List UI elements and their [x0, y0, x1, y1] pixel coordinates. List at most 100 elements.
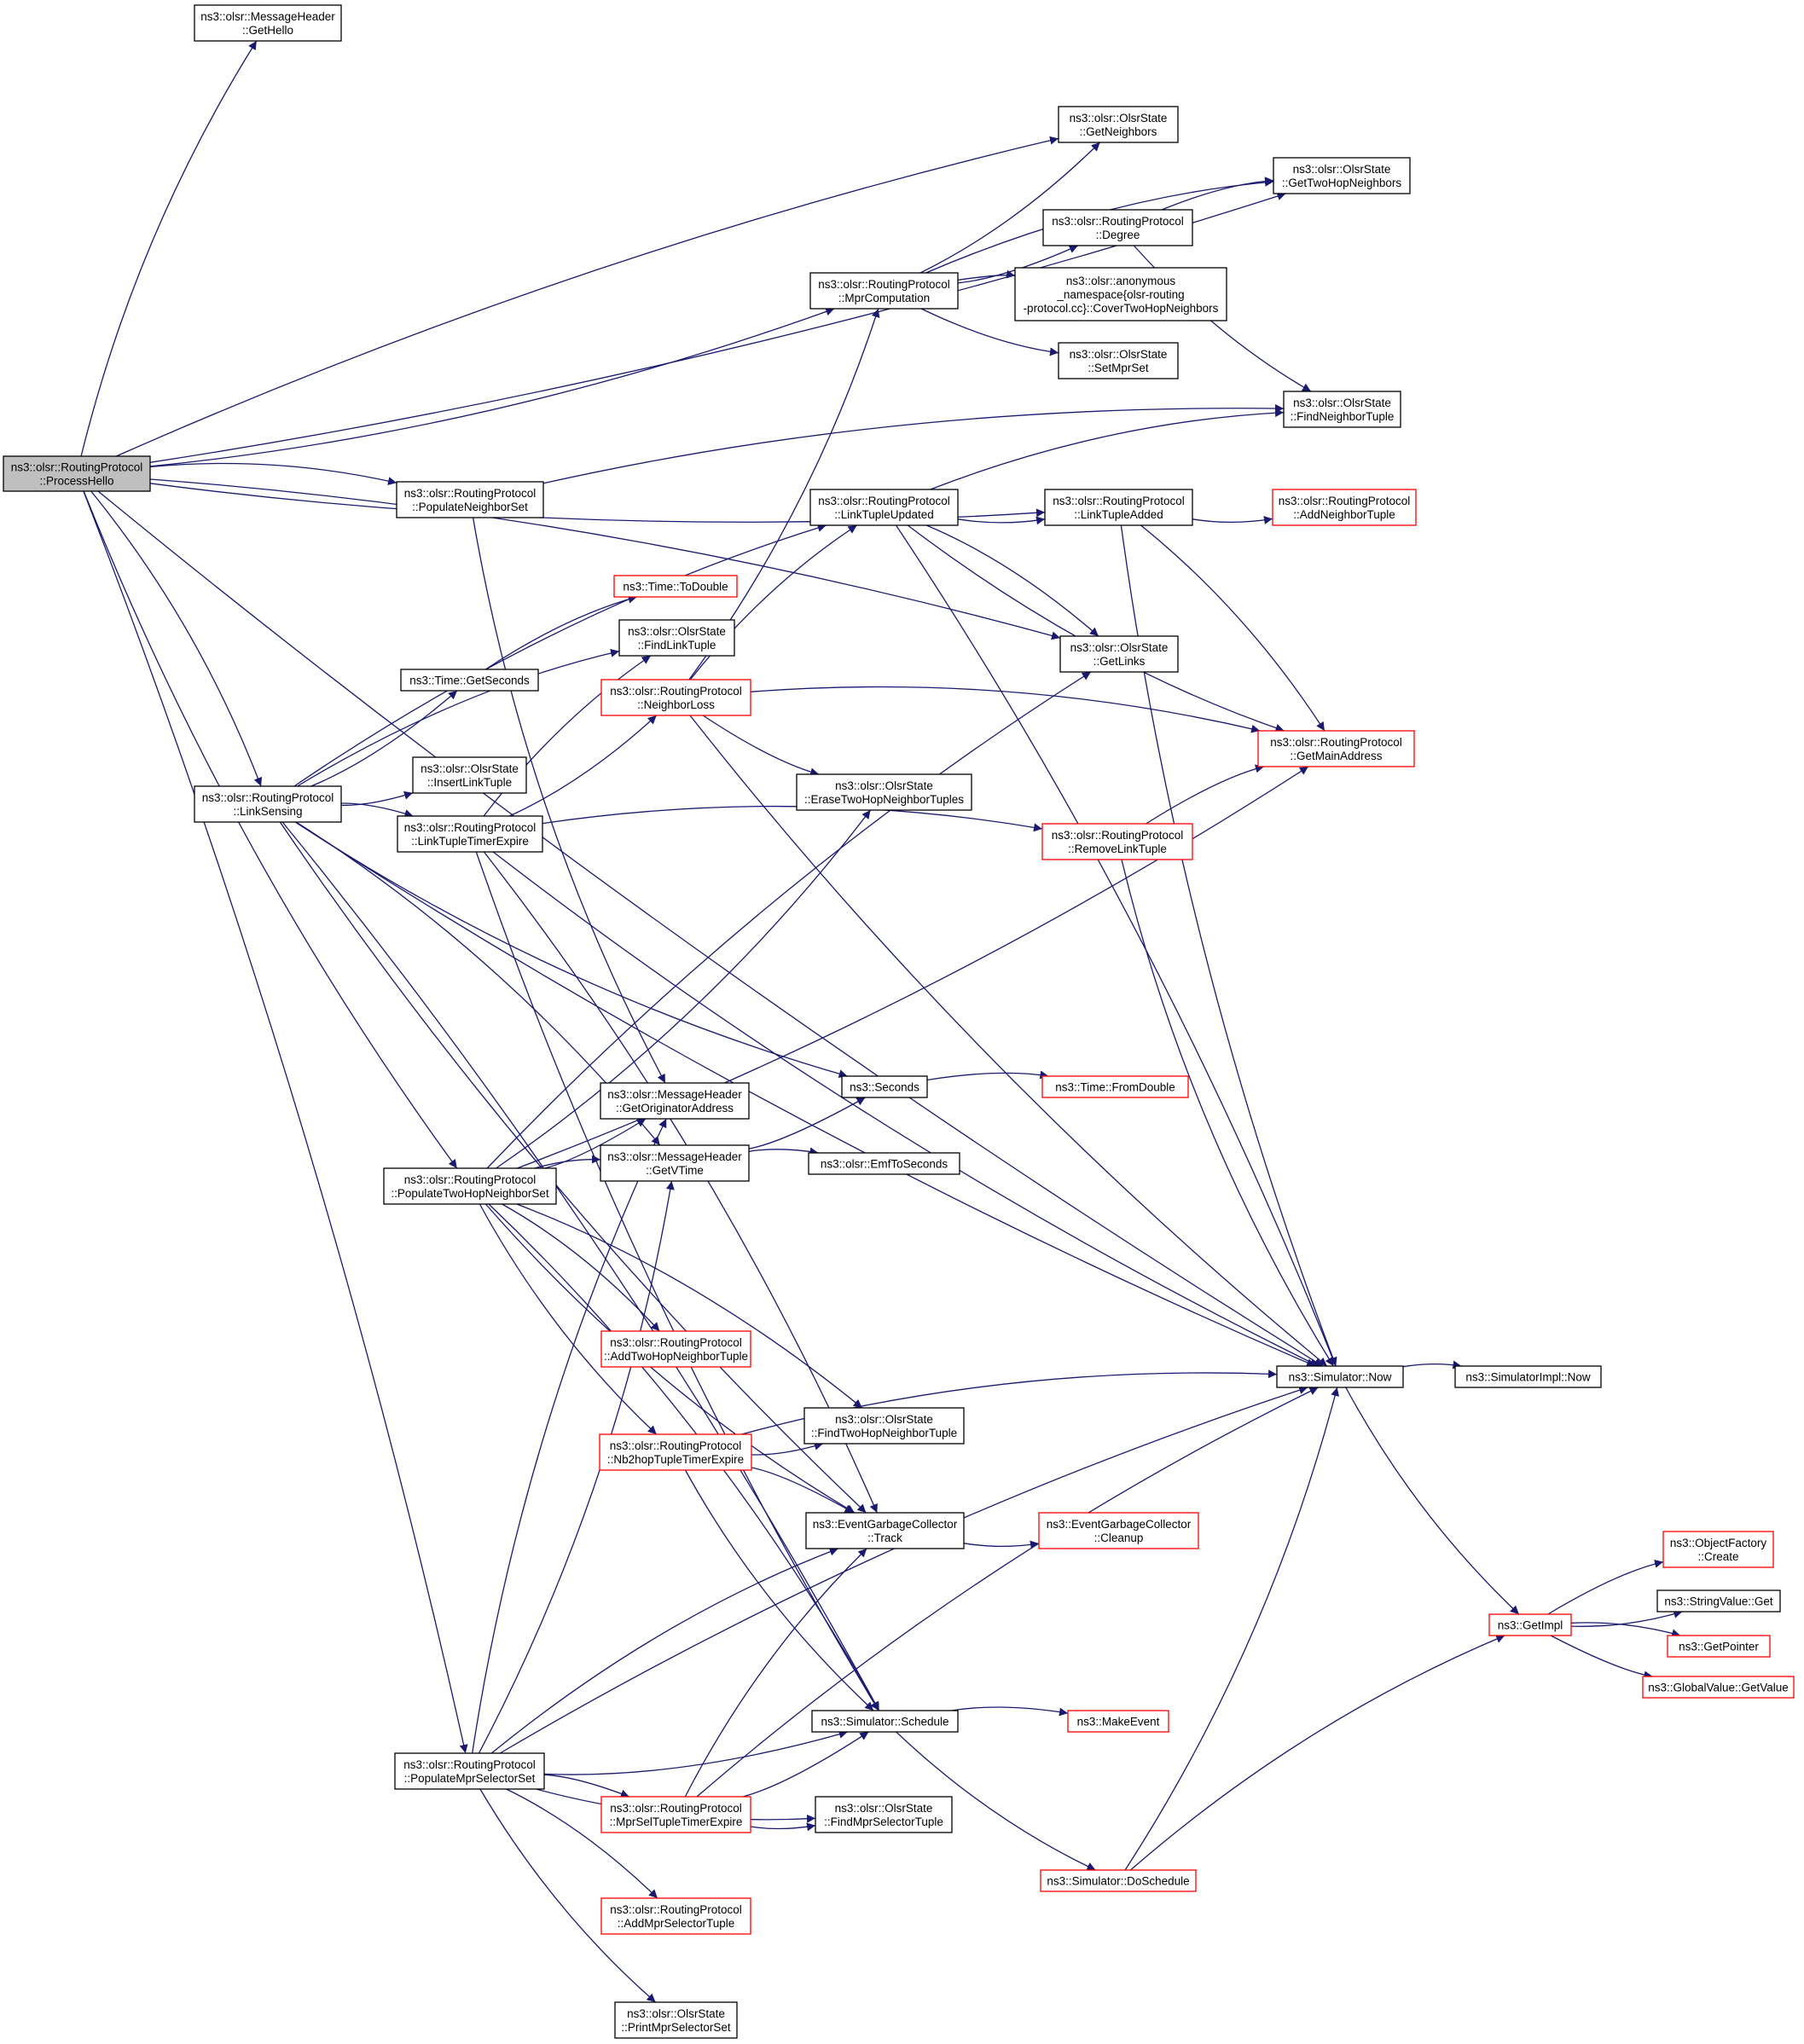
node-label: ::LinkSensing — [233, 805, 302, 818]
node-getseconds[interactable]: ns3::Time::GetSeconds — [400, 669, 539, 692]
node-emftoseconds[interactable]: ns3::olsr::EmfToSeconds — [808, 1152, 960, 1175]
edge-processhello-to-popneighbor — [149, 462, 397, 485]
node-label: ::InsertLinkTuple — [427, 776, 512, 789]
node-findmprselector[interactable]: ns3::olsr::OlsrState::FindMprSelectorTup… — [815, 1796, 953, 1833]
edge-linksensing-to-linktupleupdated — [293, 524, 827, 787]
node-getlinks[interactable]: ns3::olsr::OlsrState::GetLinks — [1059, 635, 1179, 673]
node-label: ::PopulateTwoHopNeighborSet — [391, 1187, 549, 1200]
node-label: ns3::MakeEvent — [1077, 1716, 1160, 1728]
node-linktupletimer[interactable]: ns3::olsr::RoutingProtocol::LinkTupleTim… — [397, 815, 543, 853]
node-box — [1014, 267, 1227, 321]
node-poptwohop[interactable]: ns3::olsr::RoutingProtocol::PopulateTwoH… — [383, 1167, 557, 1205]
node-box — [796, 773, 972, 811]
node-todouble[interactable]: ns3::Time::ToDouble — [613, 575, 738, 598]
node-box — [194, 785, 342, 823]
node-label: ns3::olsr::RoutingProtocol — [1053, 495, 1185, 507]
node-doschedule[interactable]: ns3::Simulator::DoSchedule — [1040, 1869, 1197, 1892]
node-printmprselector[interactable]: ns3::olsr::OlsrState::PrintMprSelectorSe… — [614, 2001, 738, 2039]
node-stringvalueget[interactable]: ns3::StringValue::Get — [1656, 1589, 1781, 1613]
edge-nb2hoptimer-to-simschedule — [684, 1469, 874, 1711]
node-insertlinktuple[interactable]: ns3::olsr::OlsrState::InsertLinkTuple — [412, 756, 527, 794]
node-popmprselector[interactable]: ns3::olsr::RoutingProtocol::PopulateMprS… — [394, 1752, 545, 1790]
node-linktupleupdated[interactable]: ns3::olsr::RoutingProtocol::LinkTupleUpd… — [809, 489, 959, 526]
node-linksensing[interactable]: ns3::olsr::RoutingProtocol::LinkSensing — [194, 785, 342, 823]
node-degree[interactable]: ns3::olsr::RoutingProtocol::Degree — [1042, 209, 1193, 246]
node-label: ns3::olsr::RoutingProtocol — [818, 278, 950, 291]
node-label: ns3::olsr::RoutingProtocol — [403, 1758, 536, 1771]
node-simnow[interactable]: ns3::Simulator::Now — [1276, 1365, 1404, 1388]
node-label: ns3::olsr::RoutingProtocol — [1052, 829, 1184, 842]
edge-getimpl-to-globalvalueget — [1550, 1635, 1653, 1680]
node-findneighbor[interactable]: ns3::olsr::OlsrState::FindNeighborTuple — [1283, 391, 1401, 428]
node-box — [618, 619, 735, 657]
node-setmprset[interactable]: ns3::olsr::OlsrState::SetMprSet — [1058, 342, 1179, 379]
node-nb2hoptimer[interactable]: ns3::olsr::RoutingProtocol::Nb2hopTupleT… — [599, 1433, 752, 1471]
edge-mprseltimer-to-findmprselector — [750, 1822, 816, 1832]
node-gethello[interactable]: ns3::olsr::MessageHeader::GetHello — [194, 4, 342, 42]
node-box — [1257, 730, 1415, 767]
node-label: ::AddMprSelectorTuple — [618, 1917, 735, 1930]
node-simschedule[interactable]: ns3::Simulator::Schedule — [811, 1710, 959, 1733]
node-label: ::Degree — [1096, 229, 1140, 241]
node-neighborloss[interactable]: ns3::olsr::RoutingProtocol::NeighborLoss — [600, 679, 751, 716]
node-makeevent[interactable]: ns3::MakeEvent — [1067, 1710, 1169, 1733]
node-label: ::GetLinks — [1093, 655, 1146, 668]
node-globalvalueget[interactable]: ns3::GlobalValue::GetValue — [1642, 1676, 1795, 1699]
node-label: ::FindMprSelectorTuple — [824, 1815, 943, 1828]
edge-linksensing-to-linktupletimer — [340, 802, 414, 818]
node-findlinktuple[interactable]: ns3::olsr::OlsrState::FindLinkTuple — [618, 619, 735, 657]
node-label: ns3::olsr::RoutingProtocol — [1052, 215, 1184, 228]
edge-poptwohop-to-getmainaddress — [517, 766, 1309, 1169]
node-addtwohop[interactable]: ns3::olsr::RoutingProtocol::AddTwoHopNei… — [600, 1330, 751, 1368]
node-label: ::GetOriginatorAddress — [616, 1102, 734, 1115]
node-findtwohop[interactable]: ns3::olsr::OlsrState::FindTwoHopNeighbor… — [803, 1407, 965, 1445]
node-removelinktuple[interactable]: ns3::olsr::RoutingProtocol::RemoveLinkTu… — [1041, 823, 1193, 860]
node-label: ::GetHello — [242, 24, 293, 37]
node-label: ns3::olsr::OlsrState — [1070, 112, 1168, 124]
node-box — [1662, 1531, 1774, 1568]
node-mprcomp[interactable]: ns3::olsr::RoutingProtocol::MprComputati… — [809, 272, 959, 310]
node-box — [600, 1330, 751, 1368]
node-cover[interactable]: ns3::olsr::anonymous_namespace{olsr-rout… — [1014, 267, 1227, 321]
node-getpointer[interactable]: ns3::GetPointer — [1667, 1635, 1771, 1658]
node-label: ns3::Time::ToDouble — [623, 581, 728, 594]
node-addmprselector[interactable]: ns3::olsr::RoutingProtocol::AddMprSelect… — [600, 1897, 751, 1935]
node-box — [811, 1710, 959, 1733]
node-gettwohop[interactable]: ns3::olsr::OlsrState::GetTwoHopNeighbors — [1273, 157, 1411, 194]
node-processhello[interactable]: ns3::olsr::RoutingProtocol::ProcessHello — [3, 455, 151, 492]
node-objfactorycreate[interactable]: ns3::ObjectFactory::Create — [1662, 1531, 1774, 1568]
node-box — [400, 669, 539, 692]
node-label: ns3::olsr::OlsrState — [835, 1413, 933, 1426]
node-addneighbor[interactable]: ns3::olsr::RoutingProtocol::AddNeighborT… — [1272, 489, 1417, 526]
node-getimpl[interactable]: ns3::GetImpl — [1488, 1613, 1572, 1636]
node-mprseltimer[interactable]: ns3::olsr::RoutingProtocol::MprSelTupleT… — [600, 1796, 751, 1833]
edge-simschedule-to-makeevent — [951, 1706, 1069, 1717]
edge-neighborloss-to-erasetwohop — [702, 715, 820, 777]
node-getmainaddress[interactable]: ns3::olsr::RoutingProtocol::GetMainAddre… — [1257, 730, 1415, 767]
node-popneighbor[interactable]: ns3::olsr::RoutingProtocol::PopulateNeig… — [396, 481, 544, 518]
node-linktupleadded[interactable]: ns3::olsr::RoutingProtocol::LinkTupleAdd… — [1044, 489, 1193, 526]
node-fromdouble[interactable]: ns3::Time::FromDouble — [1041, 1075, 1189, 1098]
node-label: ns3::olsr::OlsrState — [1070, 641, 1169, 654]
node-getorigaddr[interactable]: ns3::olsr::MessageHeader::GetOriginatorA… — [600, 1082, 750, 1120]
node-simimplnow[interactable]: ns3::SimulatorImpl::Now — [1454, 1365, 1602, 1388]
node-seconds[interactable]: ns3::Seconds — [841, 1075, 928, 1098]
node-label: -protocol.cc}::CoverTwoHopNeighbors — [1024, 302, 1219, 315]
edge-processhello-to-popmprselector — [83, 490, 468, 1754]
node-getvtime[interactable]: ns3::olsr::MessageHeader::GetVTime — [600, 1144, 750, 1182]
node-label: ::AddNeighborTuple — [1293, 508, 1395, 521]
edge-processhello-to-getneighbors — [116, 136, 1059, 457]
node-label: ::FindNeighborTuple — [1291, 410, 1395, 423]
node-erasetwohop[interactable]: ns3::olsr::OlsrState::EraseTwoHopNeighbo… — [796, 773, 972, 811]
node-label: ns3::olsr::MessageHeader — [607, 1150, 742, 1163]
node-box — [3, 455, 151, 492]
node-egctrack[interactable]: ns3::EventGarbageCollector::Track — [805, 1512, 965, 1549]
edge-linktupleadded-to-getmainaddress — [1140, 524, 1325, 732]
node-label: ns3::olsr::OlsrState — [835, 779, 933, 792]
node-egccleanup[interactable]: ns3::EventGarbageCollector::Cleanup — [1038, 1512, 1199, 1549]
edge-doschedule-to-getimpl — [1129, 1635, 1505, 1871]
node-layer: ns3::olsr::RoutingProtocol::ProcessHello… — [3, 4, 1795, 2039]
node-getneighbors[interactable]: ns3::olsr::OlsrState::GetNeighbors — [1058, 106, 1179, 143]
node-label: ns3::EventGarbageCollector — [1047, 1518, 1192, 1531]
